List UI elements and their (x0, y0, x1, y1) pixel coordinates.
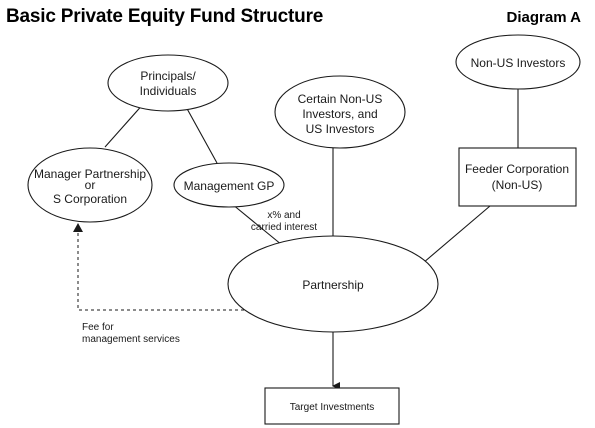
management-gp-node (173, 162, 285, 208)
partnership-label: Partnership (302, 278, 364, 292)
fee-label-line2: management services (82, 334, 180, 345)
feeder-corporation-label-line1: Feeder Corporation (465, 162, 569, 176)
edge-feeder-partnership (422, 205, 491, 264)
feeder-corporation-label-line2: (Non-US) (492, 178, 543, 192)
manager-partnership-label-line2: or (85, 178, 96, 192)
fee-label-line1: Fee for (82, 322, 114, 333)
feeder-corporation-node (458, 147, 577, 207)
diagram-label: Diagram A (506, 9, 581, 26)
edge-fee-dashed (77, 229, 244, 311)
principals-label-line1: Principals/ (140, 69, 196, 83)
edge-management-gp-partnership (231, 203, 283, 246)
non-us-investors-node (455, 34, 581, 90)
carried-interest-label-line1: x% and (267, 210, 300, 221)
management-gp-label: Management GP (184, 179, 275, 193)
manager-partnership-label-line3: S Corporation (53, 192, 127, 206)
target-investments-label: Target Investments (290, 402, 374, 413)
certain-investors-node (274, 75, 406, 149)
edge-principals-manager (104, 101, 146, 148)
diagram-title: Basic Private Equity Fund Structure (6, 6, 324, 27)
non-us-investors-label: Non-US Investors (471, 56, 566, 70)
target-investments-node (264, 387, 400, 425)
certain-investors-label-line3: US Investors (306, 122, 375, 136)
carried-interest-label-line2: carried interest (251, 222, 317, 233)
fee-arrow-head (73, 223, 83, 232)
manager-partnership-node (27, 147, 153, 223)
certain-investors-label-line2: Investors, and (302, 107, 377, 121)
principals-node (107, 54, 229, 112)
manager-partnership-label-line1: Manager Partnership (34, 167, 146, 181)
principals-label-line2: Individuals (140, 84, 197, 98)
partnership-node (227, 235, 439, 333)
certain-investors-label-line1: Certain Non-US (298, 92, 383, 106)
edge-principals-management-gp (184, 104, 218, 164)
